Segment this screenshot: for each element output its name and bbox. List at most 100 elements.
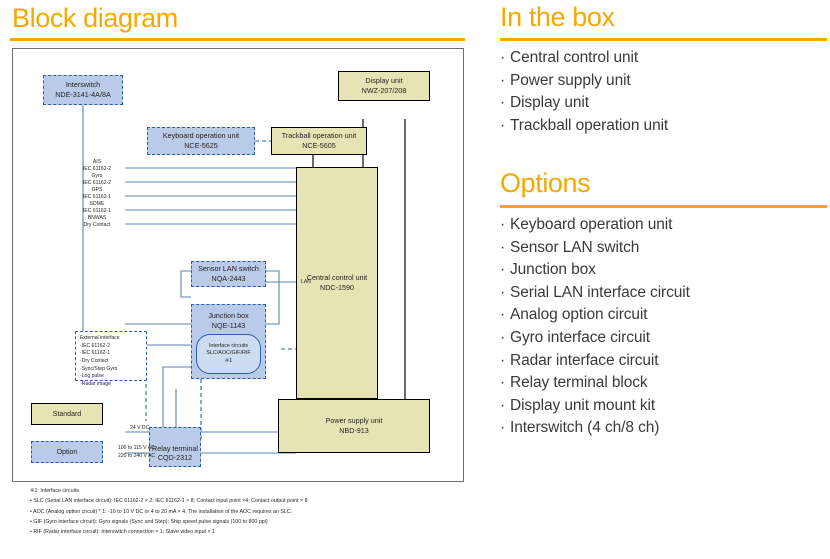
legend-option: Option (31, 441, 103, 463)
options-item: ·Serial LAN interface circuit (500, 282, 690, 305)
node-relay-terminal-model: CQD-2312 (157, 453, 193, 463)
node-interswitch-name: Interswitch (65, 80, 101, 90)
options-title: Options (500, 168, 591, 198)
node-interswitch-model: NDE-3141-4A/8A (55, 90, 111, 99)
signal-gyro-name: Gyro (91, 173, 103, 179)
in-the-box-item-label: Display unit (510, 94, 589, 112)
legend-standard: Standard (31, 403, 103, 425)
external-interface-item-5: ·Radar image (80, 380, 111, 387)
external-interface-item-1: ·IEC 61162-1 (80, 350, 110, 357)
node-interswitch[interactable]: Interswitch NDE-3141-4A/8A (43, 75, 123, 105)
signal-sdme-name: SDME (89, 201, 105, 207)
options-item-label: Radar interface circuit (510, 351, 659, 369)
in-the-box-item: ·Central control unit (500, 47, 668, 70)
node-power-supply-unit-name: Power supply unit (325, 416, 383, 426)
node-display-unit[interactable]: Display unit NWZ-207/208 (338, 71, 430, 101)
power-label-dc: 24 V DC (130, 425, 150, 431)
in-the-box-item: ·Display unit (500, 92, 668, 115)
footnote-slc: • SLC (Serial LAN interface circuit): IE… (30, 498, 308, 505)
node-sensor-lan-switch[interactable]: Sensor LAN switch NQA-2443 (191, 261, 266, 287)
signal-label-gps: GPS IEC 61162-1 (69, 187, 125, 202)
footnote-aoc: • AOC (Analog option circuit) * 1: -10 t… (30, 508, 293, 515)
options-title-rule (500, 205, 827, 208)
bullet-icon: · (500, 351, 506, 369)
signal-label-bnwas: BNWAS Dry Contact (69, 215, 125, 230)
lan-port-label: LAN (301, 279, 311, 285)
node-sensor-lan-switch-name: Sensor LAN switch (198, 264, 259, 274)
bullet-icon: · (500, 94, 506, 112)
options-item-label: Interswitch (4 ch/8 ch) (510, 419, 660, 437)
power-label-ac-220: 220 to 240 V AC (118, 453, 156, 459)
node-keyboard-unit-name: Keyboard operation unit (162, 131, 240, 141)
block-diagram-frame: Interswitch NDE-3141-4A/8A Display unit … (12, 48, 464, 482)
node-sensor-lan-switch-model: NQA-2443 (211, 274, 246, 283)
bullet-icon: · (500, 238, 506, 256)
in-the-box-item: ·Power supply unit (500, 70, 668, 93)
power-label-ac-100: 100 to 115 V AC (118, 445, 155, 451)
signal-bnwas-name: BNWAS (87, 215, 107, 221)
node-central-control-unit[interactable]: Central control unit NDC-1590 (296, 167, 378, 399)
block-diagram-column: Block diagram (10, 3, 465, 536)
in-the-box-item-label: Central control unit (510, 49, 639, 66)
options-item-label: Junction box (510, 261, 596, 279)
interface-circuits-note-marker: ※1 (224, 357, 233, 364)
interface-circuits-line1: Interface circuits (208, 342, 249, 349)
interface-circuits-line2: SLC/AOC/GIF/RIF (206, 350, 251, 357)
node-trackball-unit[interactable]: Trackball operation unit NCE-5605 (271, 127, 367, 155)
signal-sdme-standard: IEC 61162-1 (82, 208, 112, 215)
node-trackball-unit-name: Trackball operation unit (281, 131, 357, 141)
footnote-rif: • RIF (Radar interface circuit): Intersw… (30, 529, 215, 536)
bullet-icon: · (500, 49, 506, 66)
bullet-icon: · (500, 396, 506, 414)
in-the-box-item: ·Trackball operation unit (500, 115, 668, 138)
footnote-heading: ※1: Interface circuits (30, 488, 79, 494)
external-interface-heading: External interface (80, 335, 120, 341)
external-interface-item-4: ·Log pulse (80, 373, 104, 380)
bullet-icon: · (500, 116, 506, 134)
bullet-icon: · (500, 283, 506, 301)
node-junction-box-model: NQE-1143 (211, 320, 246, 330)
bullet-icon: · (500, 419, 506, 437)
in-the-box-title: In the box (500, 2, 615, 32)
node-keyboard-unit[interactable]: Keyboard operation unit NCE-5625 (147, 127, 255, 155)
bullet-icon: · (500, 71, 506, 89)
node-central-control-unit-model: NDC-1590 (320, 283, 354, 292)
options-item-label: Gyro interface circuit (510, 328, 650, 346)
node-junction-box-name: Junction box (208, 311, 249, 320)
external-interface-box: External interface ·IEC 61162-2 ·IEC 611… (75, 331, 147, 387)
node-display-unit-model: NWZ-207/208 (361, 86, 407, 95)
options-item: ·Keyboard operation unit (500, 214, 690, 237)
node-interface-circuits[interactable]: Interface circuits SLC/AOC/GIF/RIF ※1 (196, 334, 261, 374)
bullet-icon: · (500, 328, 506, 346)
in-the-box-item-label: Power supply unit (510, 71, 631, 89)
signal-label-sdme: SDME IEC 61162-1 (69, 201, 125, 216)
node-trackball-unit-model: NCE-5605 (302, 141, 336, 150)
options-item-label: Keyboard operation unit (510, 216, 673, 233)
bullet-icon: · (500, 216, 506, 233)
options-item: ·Display unit mount kit (500, 395, 690, 418)
external-interface-item-2: ·Dry Contact (80, 357, 109, 364)
footnote-gif: • GIF (Gyro interface circuit): Gyro sig… (30, 518, 268, 525)
node-central-control-unit-name: Central control unit (306, 273, 368, 283)
external-interface-item-3: ·Sync/Step Gyro (80, 365, 118, 372)
options-item: ·Interswitch (4 ch/8 ch) (500, 417, 690, 440)
options-item: ·Radar interface circuit (500, 350, 690, 373)
sidebar-column: In the box ·Central control unit ·Power … (497, 0, 830, 559)
options-list: ·Keyboard operation unit ·Sensor LAN swi… (500, 214, 690, 440)
node-power-supply-unit[interactable]: Power supply unit NBD-913 (278, 399, 430, 453)
block-diagram-title: Block diagram (12, 3, 178, 33)
options-item-label: Analog option circuit (510, 306, 648, 324)
in-the-box-item-label: Trackball operation unit (510, 116, 669, 134)
options-item-label: Display unit mount kit (510, 396, 656, 414)
in-the-box-title-rule (500, 38, 827, 41)
signal-gps-standard: IEC 61162-1 (82, 194, 112, 201)
options-item-label: Relay terminal block (510, 374, 648, 392)
signal-ais-standard: IEC 61162-2 (82, 166, 112, 173)
bullet-icon: · (500, 306, 506, 324)
options-item: ·Sensor LAN switch (500, 237, 690, 260)
signal-bnwas-standard: Dry Contact (83, 222, 111, 229)
node-relay-terminal[interactable]: Relay terminal CQD-2312 (149, 427, 201, 467)
signal-label-ais: AIS IEC 61162-2 (69, 159, 125, 174)
legend-option-label: Option (56, 448, 78, 456)
options-item: ·Analog option circuit (500, 304, 690, 327)
